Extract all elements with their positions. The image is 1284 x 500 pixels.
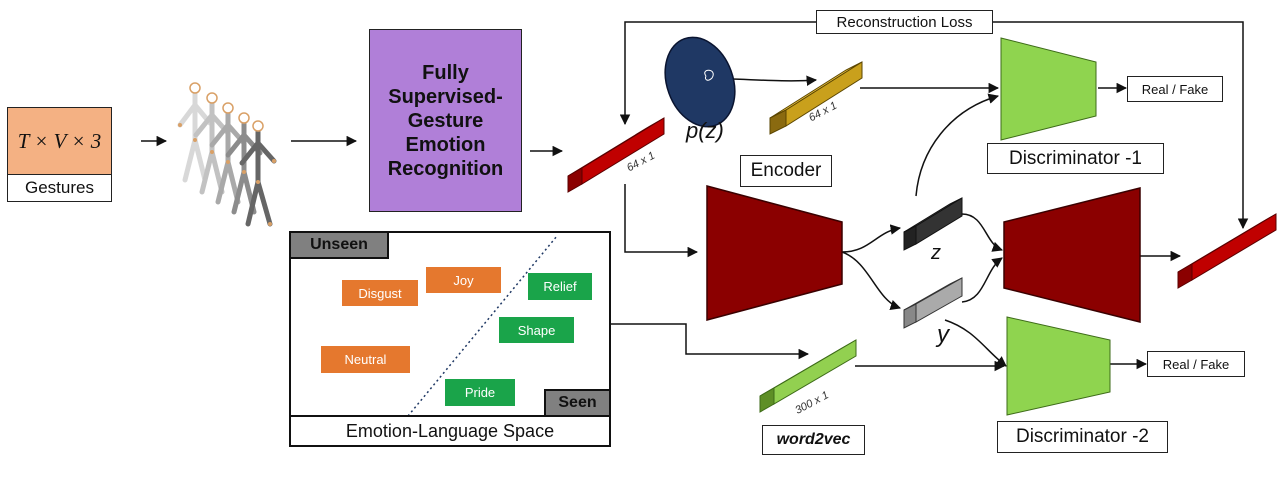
gestures-label: Gestures xyxy=(7,175,112,202)
emotion-tag-pride: Pride xyxy=(445,379,515,406)
seen-unseen-divider xyxy=(407,235,558,417)
latent-z-bar xyxy=(903,197,963,251)
decoder-block xyxy=(1003,187,1141,323)
discriminator-2-output: Real / Fake xyxy=(1147,351,1245,377)
emotion-tag-shape: Shape xyxy=(499,317,574,343)
encoder-label: Encoder xyxy=(740,155,832,187)
seen-header: Seen xyxy=(544,389,611,417)
emotion-language-space-label: Emotion-Language Space xyxy=(289,417,611,447)
reconstructed-vector-bar xyxy=(1177,213,1277,289)
emotion-tag-disgust: Disgust xyxy=(342,280,418,306)
word2vec-label: word2vec xyxy=(762,425,865,455)
fser-line-3: Gesture xyxy=(407,109,484,132)
discriminator-1-block xyxy=(1000,37,1097,141)
fser-line-5: Recognition xyxy=(387,157,504,180)
latent-y-label: y xyxy=(937,321,949,348)
gesture-input-formula: T × V × 3 xyxy=(17,128,102,153)
latent-y-bar xyxy=(903,277,963,329)
fser-line-1: Fully xyxy=(422,61,469,84)
discriminator-1-output: Real / Fake xyxy=(1127,76,1223,102)
reconstruction-loss-label: Reconstruction Loss xyxy=(816,10,993,34)
emotion-tag-neutral: Neutral xyxy=(321,346,410,373)
fser-line-2: Supervised- xyxy=(388,85,503,108)
fser-module: Fully Supervised- Gesture Emotion Recogn… xyxy=(369,29,522,212)
word2vec-bar xyxy=(759,339,857,413)
emotion-tag-joy: Joy xyxy=(426,267,501,293)
prior-label: p(z) xyxy=(686,118,724,143)
emotion-language-space-panel xyxy=(289,231,611,417)
discriminator-2-label: Discriminator -2 xyxy=(997,421,1168,453)
emotion-tag-relief: Relief xyxy=(528,273,592,300)
discriminator-2-block xyxy=(1006,316,1111,416)
latent-z-label: z xyxy=(931,242,941,264)
unseen-header: Unseen xyxy=(289,231,389,259)
gesture-sequence-figures xyxy=(177,82,277,227)
prior-distribution-ellipse xyxy=(664,36,736,128)
fser-line-4: Emotion xyxy=(405,133,486,156)
encoder-block xyxy=(706,185,843,321)
prior-sample-bar xyxy=(769,61,863,135)
discriminator-1-label: Discriminator -1 xyxy=(987,143,1164,174)
gesture-input-tensor: T × V × 3 xyxy=(7,107,112,175)
feature-vector-bar xyxy=(567,117,665,193)
